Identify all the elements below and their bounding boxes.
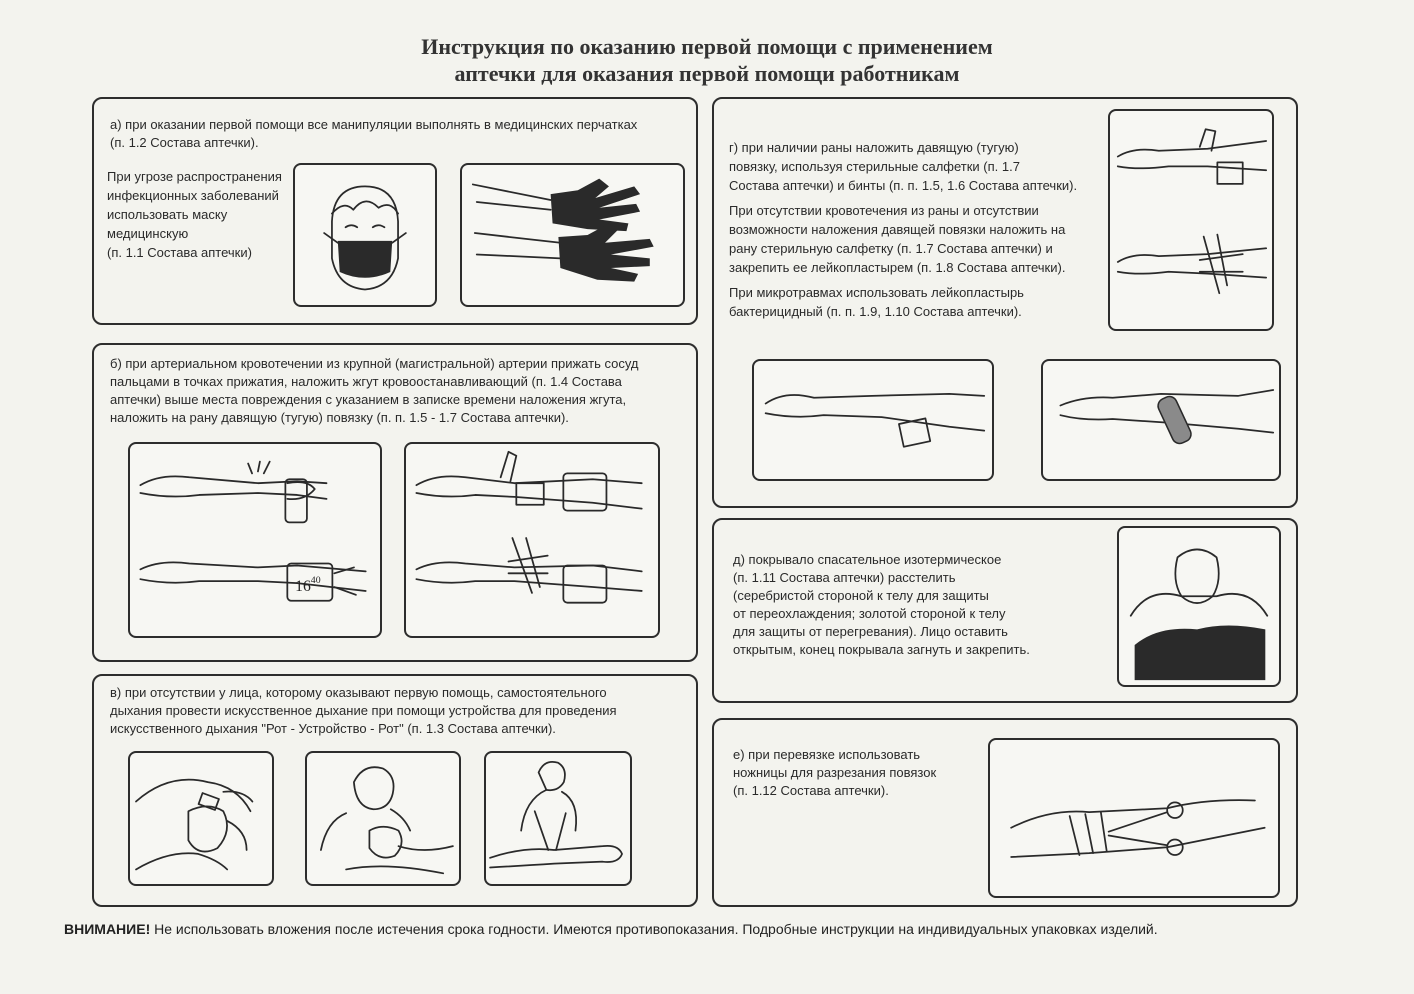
section-d-line: от переохлаждения; золотой стороной к те… (733, 606, 1006, 621)
section-d-line: открытым, конец покрывала загнуть и закр… (733, 642, 1030, 657)
section-e-line: е) при перевязке использовать (733, 747, 921, 762)
section-e-text: е) при перевязке использовать ножницы дл… (733, 746, 936, 800)
section-v-line: искусственного дыхания "Рот - Устройство… (110, 721, 556, 736)
gloves-icon (460, 163, 685, 307)
napkin-icon (752, 359, 994, 481)
section-d-line: для защиты от перегревания). Лицо остави… (733, 624, 1008, 639)
arm-bleeding-icon: 1640 (128, 442, 382, 638)
section-g-line: закрепить ее лейкопластырем (п. 1.8 Сост… (729, 260, 1066, 275)
mask-note-line: медицинскую (107, 226, 189, 241)
section-g-line: бактерицидный (п. п. 1.9, 1.10 Состава а… (729, 304, 1022, 319)
section-e-line: ножницы для разрезания повязок (733, 765, 937, 780)
mask-note: При угрозе распространения инфекционных … (107, 167, 282, 262)
face-mask-icon (293, 163, 437, 307)
warning-label: ВНИМАНИЕ! (64, 921, 151, 937)
section-v-line: дыхания провести искусственное дыхание п… (110, 703, 617, 718)
title-line-2: аптечки для оказания первой помощи работ… (454, 61, 960, 86)
section-g-line: Состава аптечки) и бинты (п. п. 1.5, 1.6… (729, 178, 1078, 193)
section-b-line: пальцами в точках прижатия, наложить жгу… (110, 374, 622, 389)
mask-note-line: использовать маску (107, 207, 228, 222)
section-g-text: г) при наличии раны наложить давящую (ту… (729, 138, 1077, 321)
section-d-blanket (712, 518, 1298, 703)
mask-note-line: При угрозе распространения (107, 169, 282, 184)
section-g-line: При микротравмах использовать лейкопласт… (729, 285, 1024, 300)
plaster-icon (1041, 359, 1281, 481)
section-g-wound (712, 97, 1298, 508)
section-d-text: д) покрывало спасательное изотермическое… (733, 551, 1030, 659)
rescue-breathing-icon (128, 751, 274, 886)
section-v-breathing (92, 674, 698, 907)
section-d-line: д) покрывало спасательное изотермическое (733, 552, 1002, 567)
mask-note-line: (п. 1.1 Состава аптечки) (107, 245, 252, 260)
section-a-gloves (92, 97, 698, 325)
section-d-line: (серебристой стороной к телу для защиты (733, 588, 989, 603)
section-a-text: а) при оказании первой помощи все манипу… (110, 116, 637, 152)
section-e-scissors (712, 718, 1298, 907)
cpr-icon (484, 751, 632, 886)
section-b-text: б) при артериальном кровотечении из круп… (110, 355, 639, 427)
thermal-blanket-icon (1117, 526, 1281, 687)
section-g-line: рану стерильную салфетку (п. 1.7 Состава… (729, 241, 1053, 256)
tag-time: 1640 (295, 575, 321, 595)
section-g-line: При отсутствии кровотечения из раны и от… (729, 203, 1039, 218)
section-b-line: наложить на рану давящую (тугую) повязку… (110, 410, 569, 425)
title-line-1: Инструкция по оказанию первой помощи с п… (421, 34, 993, 59)
section-a-line2: (п. 1.2 Состава аптечки). (110, 135, 259, 150)
section-g-line: повязку, используя стерильные салфетки (… (729, 159, 1020, 174)
tourniquet-icon (404, 442, 660, 638)
mask-note-line: инфекционных заболеваний (107, 188, 279, 203)
section-g-line: возможности наложения давящей повязки на… (729, 222, 1066, 237)
bandage-icon (1108, 109, 1274, 331)
page-title: Инструкция по оказанию первой помощи с п… (0, 33, 1414, 87)
scissors-icon (988, 738, 1280, 898)
section-g-line: г) при наличии раны наложить давящую (ту… (729, 140, 1019, 155)
section-b-bleeding (92, 343, 698, 662)
section-a-line1: а) при оказании первой помощи все манипу… (110, 117, 638, 132)
section-e-line: (п. 1.12 Состава аптечки). (733, 783, 889, 798)
section-v-text: в) при отсутствии у лица, которому оказы… (110, 684, 617, 738)
warning-note: ВНИМАНИЕ! Не использовать вложения после… (64, 921, 1158, 937)
section-b-line: б) при артериальном кровотечении из круп… (110, 356, 639, 371)
rescue-breathing-2-icon (305, 751, 461, 886)
section-d-line: (п. 1.11 Состава аптечки) расстелить (733, 570, 956, 585)
section-v-line: в) при отсутствии у лица, которому оказы… (110, 685, 607, 700)
warning-text: Не использовать вложения после истечения… (150, 921, 1158, 937)
section-b-line: аптечки) выше места повреждения с указан… (110, 392, 627, 407)
